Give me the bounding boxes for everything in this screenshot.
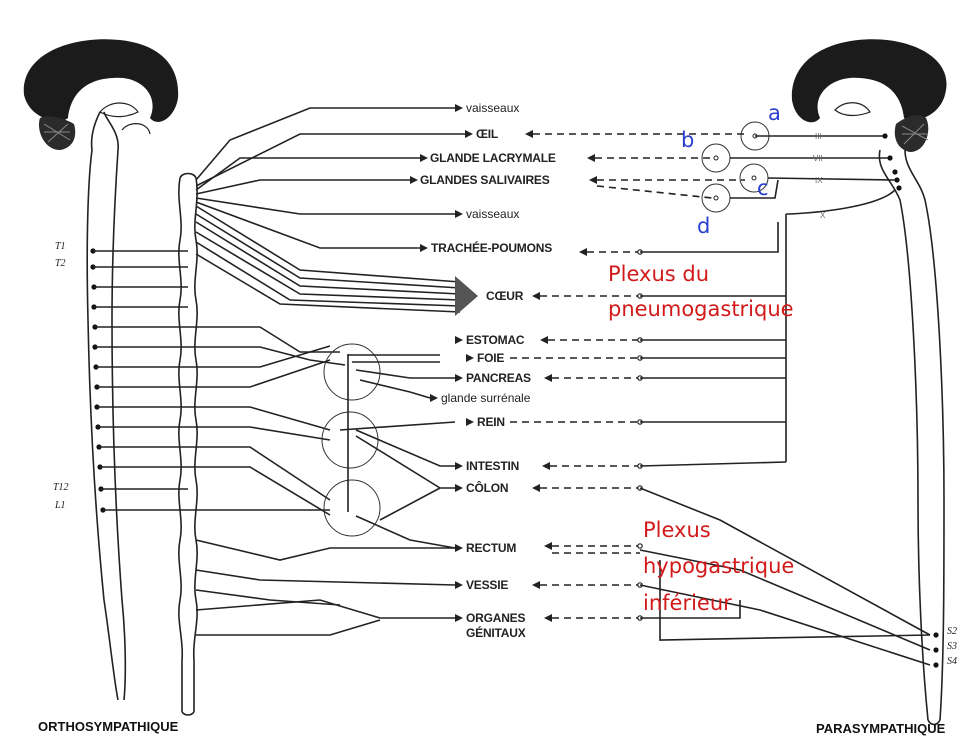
organ-pancreas: PANCREAS: [466, 371, 531, 385]
segment-t12: T12: [53, 482, 69, 493]
letter-b: b: [681, 128, 694, 152]
sympathetic-chain: [179, 174, 197, 716]
segment-t1: T1: [55, 241, 66, 252]
organ-vessie: VESSIE: [466, 578, 508, 592]
organ-glandes-salivaires: GLANDES SALIVAIRES: [420, 173, 550, 187]
plexus-pneumogastrique-line2: pneumogastrique: [608, 297, 794, 321]
left-cord-dots: [90, 248, 105, 512]
segment-s3: S3: [947, 641, 957, 652]
organ-estomac: ESTOMAC: [466, 333, 525, 347]
coeur-arrow: [455, 276, 478, 316]
organ-coeur: CŒUR: [486, 289, 524, 303]
segment-t2: T2: [55, 258, 66, 269]
nerve-vii: VII: [813, 154, 823, 163]
plexus-hypogastrique-line1: Plexus: [643, 518, 711, 542]
sympathetic-postganglionic: [188, 108, 465, 635]
parasympathetic-arrowheads: [525, 130, 597, 622]
left-brain: [24, 39, 178, 150]
letter-c: c: [757, 176, 769, 200]
label-orthosympathique: ORTHOSYMPATHIQUE: [38, 719, 179, 734]
nerve-ix: IX: [815, 176, 823, 185]
segment-l1: L1: [54, 500, 66, 511]
organ-vaisseaux-head: vaisseaux: [466, 101, 519, 115]
organ-colon: CÔLON: [466, 480, 508, 495]
organ-organes-genitaux-line1: ORGANES: [466, 611, 525, 625]
organ-trachee-poumons: TRACHÉE-POUMONS: [431, 240, 552, 255]
right-spinal-cord: [879, 150, 944, 725]
organ-glande-lacrymale: GLANDE LACRYMALE: [430, 151, 556, 165]
organ-oeil: ŒIL: [476, 127, 498, 141]
letter-a: a: [768, 101, 781, 125]
organ-glande-surrenale: glande surrénale: [441, 391, 531, 405]
nerve-iii: III: [815, 132, 822, 141]
segment-s2: S2: [947, 626, 957, 637]
plexus-hypogastrique-line2: hypogastrique: [643, 554, 794, 578]
organ-rectum: RECTUM: [466, 541, 516, 555]
label-parasympathique: PARASYMPATHIQUE: [816, 721, 946, 736]
plexus-hypogastrique-line3: inférieur: [643, 591, 732, 615]
organ-rein: REIN: [477, 415, 505, 429]
organ-intestin: INTESTIN: [466, 459, 519, 473]
segment-s4: S4: [947, 656, 957, 667]
right-cord-dots: [882, 133, 938, 667]
letter-d: d: [697, 214, 710, 238]
nerve-x: X: [820, 211, 826, 220]
left-spinal-cord: [87, 112, 125, 700]
plexus-pneumogastrique-line1: Plexus du: [608, 262, 709, 286]
organ-vaisseaux-thorax: vaisseaux: [466, 207, 519, 221]
abdominal-ganglia: [322, 344, 455, 548]
organ-organes-genitaux-line2: GÉNITAUX: [466, 625, 526, 640]
organ-foie: FOIE: [477, 351, 504, 365]
